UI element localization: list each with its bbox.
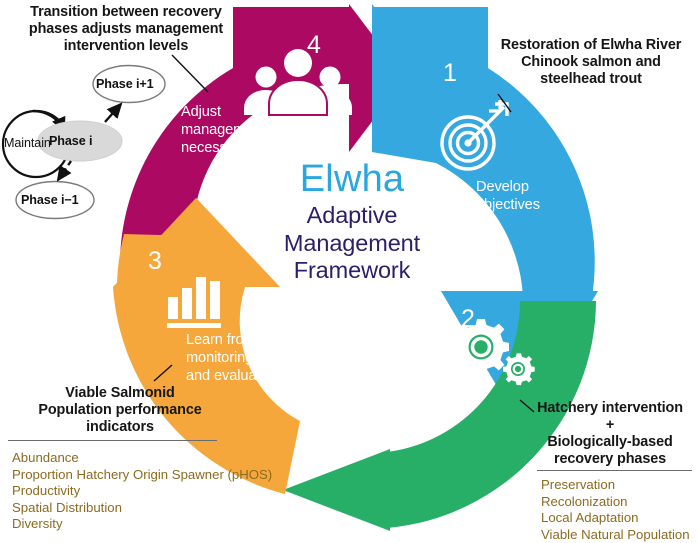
people-group-icon xyxy=(244,49,352,116)
arrow-to-previous-phase xyxy=(56,160,72,182)
list-item: Local Adaptation xyxy=(541,510,639,526)
leader-line-bottom-right xyxy=(519,399,535,413)
list-item: Productivity xyxy=(12,483,81,499)
phase-i-minus-1-label: Phase i−1 xyxy=(21,193,79,207)
segment-number-3: 3 xyxy=(148,247,162,275)
arrow-to-next-phase xyxy=(104,102,123,123)
label-line-1: Identify xyxy=(341,387,388,403)
segment-label-develop-objectives: Develop objectives xyxy=(476,178,586,214)
callout-line-1: Viable Salmonid xyxy=(65,385,175,401)
vsp-indicator-list: Abundance Proportion Hatchery Origin Spa… xyxy=(12,450,322,533)
callout-line-4: recovery phases xyxy=(553,450,667,467)
segment-identify-assess[interactable] xyxy=(283,301,596,531)
segment-learn-monitoring-body[interactable] xyxy=(113,198,300,494)
list-item: Proportion Hatchery Origin Spawner (pHOS… xyxy=(12,466,273,482)
leader-line-bottom-left xyxy=(153,364,173,382)
callout-line-1: Restoration of Elwha River xyxy=(500,37,682,53)
callout-line-1: Hatchery intervention xyxy=(537,400,683,416)
segment-number-1: 1 xyxy=(443,59,457,87)
list-item: Viable Natural Population xyxy=(541,526,690,542)
subtitle-line-2: Management xyxy=(283,229,421,256)
recovery-divider-rule xyxy=(537,470,692,471)
phase-i-plus-1-label: Phase i+1 xyxy=(96,77,154,91)
phase-i-minus-1-node xyxy=(15,180,95,220)
leader-line-top-right xyxy=(497,93,512,113)
label-line-3: necessary xyxy=(181,140,247,157)
callout-line-2: Chinook salmon and xyxy=(521,53,661,70)
list-item: Abundance xyxy=(12,450,79,465)
callout-line-3: indicators xyxy=(86,418,154,435)
segment-label-adjust-management: Adjust management as necessary xyxy=(181,103,331,157)
callout-heading: Viable Salmonid Population performance i… xyxy=(10,385,230,436)
maintain-label: Maintain xyxy=(4,136,51,150)
vsp-divider-rule xyxy=(8,440,217,441)
bar-chart-icon xyxy=(167,277,221,328)
center-wordmark: Elwha Adaptive Management Framework xyxy=(252,160,452,285)
label-line-2: management as xyxy=(181,122,285,139)
segment-label-learn-monitoring: Learn from monitoring and evaluation xyxy=(186,331,316,385)
label-line-2: objectives xyxy=(476,197,540,214)
list-item: Diversity xyxy=(12,516,63,532)
list-item: Spatial Distribution xyxy=(12,499,122,515)
brand-title: Elwha xyxy=(299,158,405,200)
label-line-1: Adjust xyxy=(181,104,221,120)
subtitle-line-1: Adaptive xyxy=(306,202,398,228)
label-line-2: monitoring xyxy=(186,350,254,367)
callout-hatchery-intervention: Hatchery intervention + Biologically-bas… xyxy=(524,400,696,468)
callout-line-3: steelhead trout xyxy=(540,70,642,87)
segment-number-2: 2 xyxy=(461,305,475,333)
callout-viable-salmonid-indicators: Viable Salmonid Population performance i… xyxy=(10,385,230,436)
leader-line-top-left xyxy=(171,54,209,93)
segment-number-4: 4 xyxy=(307,31,321,59)
label-line-1: Learn from xyxy=(186,332,256,348)
callout-line-2: + xyxy=(605,416,615,433)
subtitle-line-3: Framework xyxy=(293,257,411,284)
label-line-1: Develop xyxy=(476,179,529,195)
callout-line-3: Biologically-based xyxy=(547,433,673,450)
callout-line-3: intervention levels xyxy=(63,37,189,54)
framework-subtitle: Adaptive Management Framework xyxy=(252,202,452,285)
phase-i-plus-1-node xyxy=(92,64,166,104)
callout-line-1: Transition between recovery xyxy=(30,4,222,20)
list-item: Recolonization xyxy=(541,493,628,509)
callout-transition-between-phases: Transition between recovery phases adjus… xyxy=(6,4,246,55)
target-arrow-icon xyxy=(440,100,509,171)
label-line-2: and assess options xyxy=(341,405,465,422)
callout-line-2: phases adjusts management xyxy=(28,20,224,37)
callout-restoration-elwha-river: Restoration of Elwha River Chinook salmo… xyxy=(487,37,695,88)
label-line-3: and evaluation xyxy=(186,368,280,385)
callout-line-2: Population performance xyxy=(38,401,202,418)
list-item: Preservation xyxy=(541,477,616,492)
gears-icon xyxy=(453,319,535,386)
segment-label-identify-assess: Identify and assess options xyxy=(341,386,511,422)
phase-i-node xyxy=(37,120,123,162)
recovery-phase-list: Preservation Recolonization Local Adapta… xyxy=(541,477,699,543)
phase-i-label: Phase i xyxy=(49,134,93,148)
